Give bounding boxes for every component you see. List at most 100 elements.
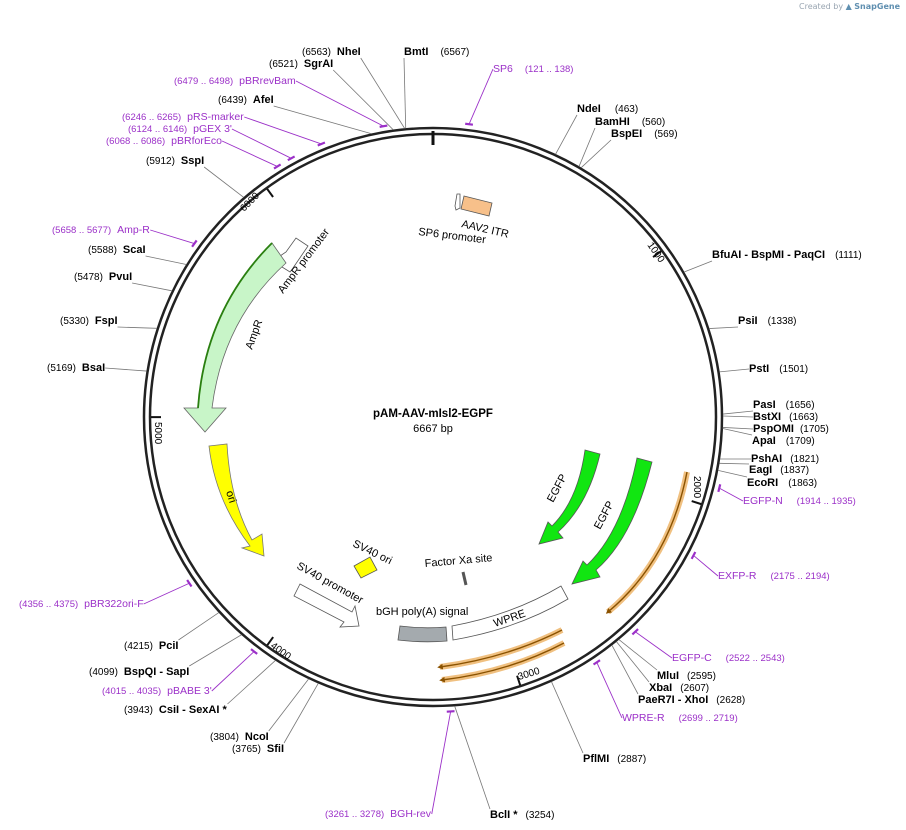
primer-leader-line: [244, 116, 322, 145]
enzyme-site[interactable]: BclI *(3254): [490, 809, 554, 821]
primer-site[interactable]: (6246 .. 6265)pRS-marker: [122, 111, 244, 123]
enzyme-site[interactable]: PspOMI(1705): [753, 423, 829, 435]
enzyme-name: BamHI: [595, 116, 630, 128]
enzyme-leader-line: [273, 105, 372, 135]
primer-site[interactable]: (4356 .. 4375)pBR322ori-F: [19, 598, 144, 610]
primer-site[interactable]: EXFP-R(2175 .. 2194): [718, 570, 830, 582]
enzyme-position: (5330): [60, 316, 89, 327]
enzyme-name: BclI *: [490, 809, 518, 821]
enzyme-position: (6439): [218, 95, 247, 106]
primer-position: (121 .. 138): [525, 64, 574, 75]
enzyme-site[interactable]: (5169)BsaI: [47, 362, 105, 374]
enzyme-position: (4099): [89, 667, 118, 678]
enzyme-site[interactable]: (3943)CsiI - SexAI *: [124, 704, 227, 716]
primer-site[interactable]: EGFP-C(2522 .. 2543): [672, 652, 785, 664]
enzyme-site[interactable]: (5478)PvuI: [74, 271, 132, 283]
enzyme-position: (3943): [124, 705, 153, 716]
cds-highlight-arcs: [437, 471, 690, 683]
enzyme-name: AfeI: [253, 94, 274, 106]
enzyme-name: NcoI: [245, 731, 269, 743]
enzyme-site[interactable]: (5912)SspI: [146, 155, 204, 167]
enzyme-site[interactable]: BamHI(560): [595, 116, 665, 128]
enzyme-site[interactable]: PsiI(1338): [738, 315, 796, 327]
enzyme-site[interactable]: (3765)SfiI: [232, 743, 284, 755]
primer-site[interactable]: EGFP-N(1914 .. 1935): [743, 495, 856, 507]
enzyme-site[interactable]: (5330) FspI: [60, 315, 118, 327]
enzyme-leader-line: [616, 641, 650, 683]
enzyme-site[interactable]: BstXI(1663): [753, 411, 818, 423]
enzyme-leader-line: [611, 645, 639, 695]
enzyme-position: (4215): [124, 641, 153, 652]
egfp-feature-1[interactable]: [538, 449, 601, 545]
factor-xa-feature[interactable]: [461, 571, 468, 586]
enzyme-position: (1656): [786, 400, 815, 411]
ori-feature[interactable]: [208, 443, 265, 557]
enzyme-site[interactable]: (6563)NheI: [302, 46, 361, 58]
backbone: [142, 126, 724, 708]
enzyme-site[interactable]: (4215)PciI: [124, 640, 178, 652]
primer-binding-mark: [186, 579, 193, 588]
enzyme-leader-line: [454, 706, 491, 810]
enzyme-position: (1338): [768, 316, 797, 327]
sv40-ori-feature[interactable]: [353, 556, 378, 579]
sv40-promoter-feature[interactable]: [293, 583, 360, 628]
factor-xa-label: Factor Xa site: [424, 552, 493, 570]
enzyme-site[interactable]: (5588)ScaI: [88, 244, 146, 256]
snapgene-logo-icon: ▲: [845, 2, 852, 11]
enzyme-site[interactable]: XbaI(2607): [649, 682, 709, 694]
wpre-feature[interactable]: [451, 585, 569, 641]
enzyme-site[interactable]: ApaI(1709): [752, 435, 815, 447]
enzyme-site[interactable]: (6521)SgrAI: [269, 58, 333, 70]
enzyme-site[interactable]: EagI(1837): [749, 464, 809, 476]
primer-site[interactable]: SP6(121 .. 138): [493, 63, 573, 75]
enzyme-site[interactable]: PaeR7I - XhoI(2628): [638, 694, 745, 706]
enzyme-name: FspI: [95, 315, 118, 327]
enzyme-site[interactable]: (3804) NcoI: [210, 731, 269, 743]
enzyme-leader-line: [227, 660, 276, 705]
primer-name: Amp-R: [117, 224, 150, 236]
primer-binding-mark: [592, 659, 601, 666]
primer-site[interactable]: (5658 .. 5677) Amp-R: [52, 224, 150, 236]
primer-name: pBR322ori-F: [84, 598, 144, 610]
enzyme-site[interactable]: EcoRI(1863): [747, 477, 817, 489]
primer-name: pBRrevBam: [239, 75, 296, 87]
enzyme-site[interactable]: MluI(2595): [657, 670, 716, 682]
enzyme-site[interactable]: PasI(1656): [753, 399, 815, 411]
ori-label: ori: [223, 489, 238, 504]
primer-name: BGH-rev: [390, 808, 432, 820]
enzyme-leader-line: [578, 127, 596, 167]
enzyme-site[interactable]: NdeI(463): [577, 103, 638, 115]
sp6-promoter-feature[interactable]: [454, 193, 461, 211]
enzyme-leader-line: [722, 427, 754, 430]
enzyme-site[interactable]: PshAI(1821): [751, 453, 819, 465]
primer-site[interactable]: (6479 .. 6498)pBRrevBam: [174, 75, 296, 87]
primer-site[interactable]: (4015 .. 4035)pBABE 3': [102, 685, 212, 697]
primer-leader-line: [221, 140, 278, 167]
enzyme-site[interactable]: PstI(1501): [749, 363, 808, 375]
primer-site[interactable]: (3261 .. 3278)BGH-rev: [325, 808, 432, 820]
primer-position: (5658 .. 5677): [52, 225, 111, 236]
enzyme-name: PshAI: [751, 453, 782, 465]
aav2-itr-feature[interactable]: [460, 195, 493, 217]
primer-position: (6124 .. 6146): [128, 124, 187, 135]
primer-leader-line: [150, 229, 195, 245]
enzyme-site[interactable]: PflMI(2887): [583, 753, 646, 765]
ampr-feature[interactable]: [183, 242, 287, 433]
enzyme-site[interactable]: (6439) AfeI: [218, 94, 274, 106]
enzyme-site[interactable]: BspEI(569): [611, 128, 678, 140]
enzyme-site[interactable]: BfuAI - BspMI - PaqCI(1111): [712, 249, 862, 261]
primer-site[interactable]: (6068 .. 6086)pBRforEco: [106, 135, 222, 147]
primer-site[interactable]: WPRE-R(2699 .. 2719): [622, 712, 738, 724]
primer-position: (2522 .. 2543): [726, 653, 785, 664]
primer-name: EXFP-R: [718, 570, 757, 582]
credit-brand: SnapGene: [854, 2, 900, 11]
bgh-polya-feature[interactable]: [397, 625, 448, 643]
egfp-feature-2[interactable]: [571, 457, 653, 585]
enzyme-site[interactable]: BmtI(6567): [404, 46, 469, 58]
enzyme-site[interactable]: (4099) BspQI - SapI: [89, 666, 189, 678]
primer-leader-line: [596, 662, 623, 719]
enzyme-position: (3804): [210, 732, 239, 743]
primer-site[interactable]: (6124 .. 6146)pGEX 3': [128, 123, 232, 135]
enzyme-name: BspQI - SapI: [124, 666, 189, 678]
primer-binding-mark: [465, 122, 474, 126]
